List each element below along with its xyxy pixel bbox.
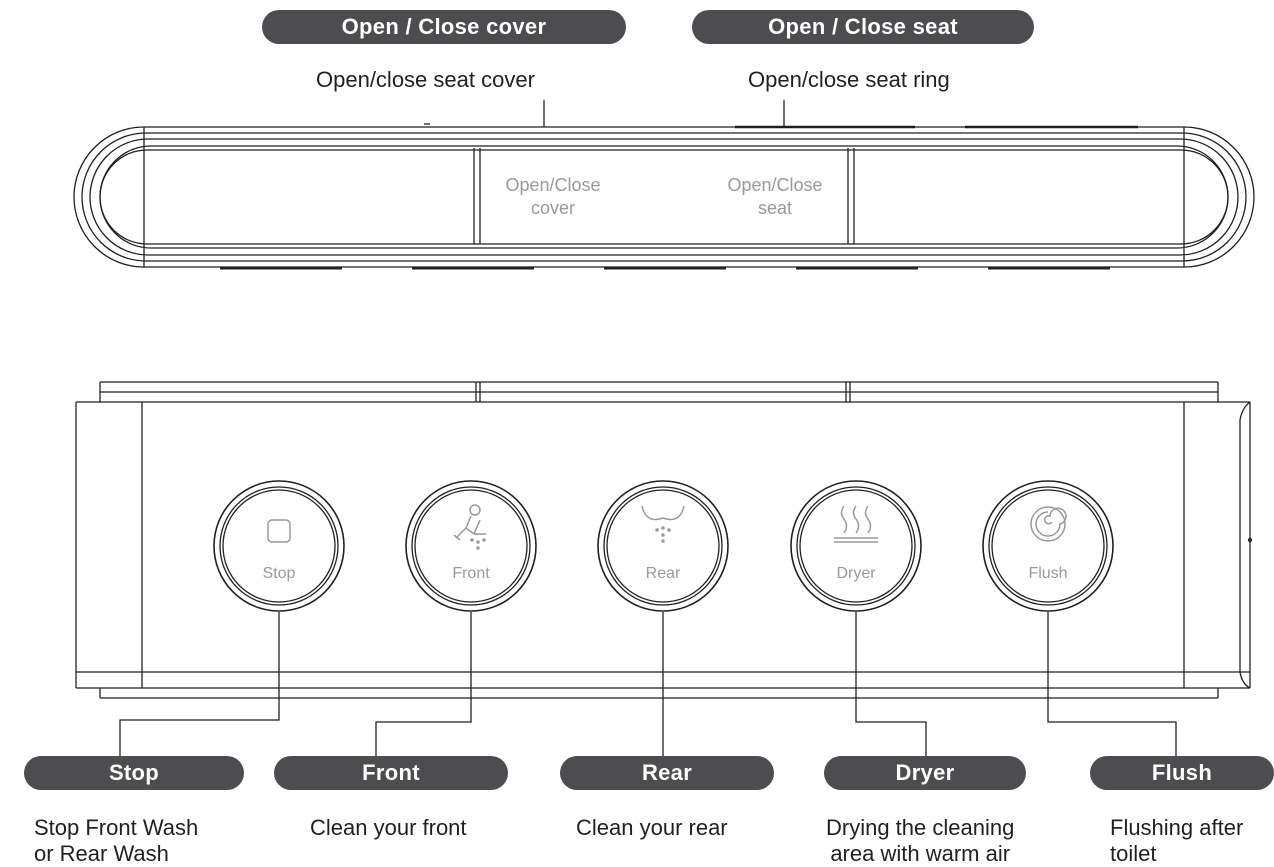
flush-description-line2: toilet [1110, 841, 1157, 866]
front-button-label[interactable]: Front [452, 565, 490, 582]
front-wash-icon [453, 504, 486, 550]
dryer-icon [834, 505, 878, 543]
top-panel-outline [73, 100, 1255, 270]
stop-title-pill: Stop [24, 756, 244, 790]
button-rings [213, 480, 1114, 612]
rear-wash-icon [641, 505, 685, 543]
flush-description-line1: Flushing after [1110, 815, 1244, 840]
front-description-line1: Clean your front [310, 815, 467, 840]
seat-title-pill: Open / Close seat [692, 10, 1034, 44]
stop-square-icon [267, 519, 291, 543]
seat-button-line1[interactable]: Open/Close [727, 175, 822, 195]
cover-button-line2: cover [531, 198, 575, 218]
front-description: Clean your front [310, 815, 467, 841]
cover-description: Open/close seat cover [316, 67, 535, 92]
dryer-description-line2: area with warm air [830, 841, 1011, 866]
rear-title-pill: Rear [560, 756, 774, 790]
dryer-description: Drying the cleaning area with warm air [826, 815, 1014, 867]
flush-button-label[interactable]: Flush [1028, 565, 1067, 582]
stop-description-line1: Stop Front Wash [34, 815, 199, 840]
dryer-button-label[interactable]: Dryer [836, 565, 876, 582]
stop-button-label[interactable]: Stop [263, 565, 296, 582]
rear-description-line1: Clean your rear [576, 815, 728, 840]
stop-description: Stop Front Wash or Rear Wash [34, 815, 198, 867]
front-title-pill: Front [274, 756, 508, 790]
flush-icon [1030, 506, 1067, 542]
stop-description-line2: or Rear Wash [34, 841, 169, 866]
dryer-description-line1: Drying the cleaning [826, 815, 1015, 840]
seat-button-line2: seat [758, 198, 792, 218]
cover-title-pill: Open / Close cover [262, 10, 626, 44]
seat-description: Open/close seat ring [748, 67, 950, 92]
flush-title-pill: Flush [1090, 756, 1274, 790]
flush-description: Flushing after toilet [1110, 815, 1243, 867]
cover-button-line1[interactable]: Open/Close [505, 175, 600, 195]
rear-button-label[interactable]: Rear [646, 565, 681, 582]
rear-description: Clean your rear [576, 815, 728, 841]
leader-lines [119, 612, 1177, 756]
dryer-title-pill: Dryer [824, 756, 1026, 790]
